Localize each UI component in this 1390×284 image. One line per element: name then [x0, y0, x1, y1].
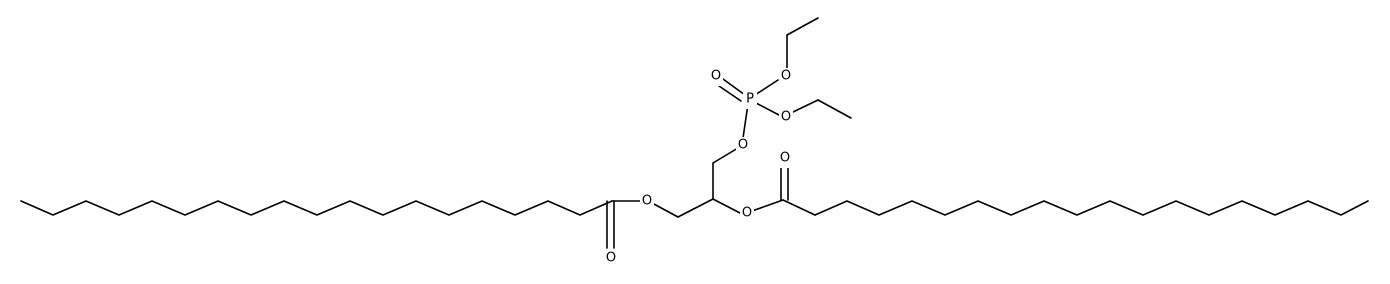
right-carbonyl-bond — [780, 164, 789, 201]
glycerol-backbone — [677, 147, 741, 218]
ester-oxygen-left: O — [640, 192, 654, 210]
phosphate-group — [718, 17, 852, 139]
svg-text:O: O — [780, 151, 790, 166]
ethoxy-oxygen-lower: O — [779, 109, 793, 127]
svg-text:O: O — [711, 69, 721, 84]
right-ester-bonds — [751, 199, 816, 216]
left-carbonyl-bond — [606, 200, 615, 249]
atom-labels: O O O O O P O O — [604, 68, 793, 268]
phosphate-bridge-oxygen: O — [736, 137, 750, 155]
left-ester-bonds — [611, 200, 679, 218]
svg-text:O: O — [781, 69, 791, 84]
carbonyl-oxygen-left: O — [604, 250, 618, 268]
left-acyl-chain — [20, 200, 613, 216]
svg-text:O: O — [742, 206, 752, 221]
ethoxy-oxygen-upper: O — [779, 68, 793, 86]
svg-text:O: O — [738, 138, 748, 153]
phosphoryl-oxygen: O — [709, 68, 723, 86]
svg-text:O: O — [781, 110, 791, 125]
ester-oxygen-right: O — [740, 204, 754, 222]
right-acyl-chain — [814, 200, 1369, 216]
svg-text:P: P — [746, 92, 754, 107]
svg-text:O: O — [606, 251, 616, 266]
phosphorus-atom: P — [743, 91, 757, 109]
carbonyl-oxygen-right: O — [778, 150, 792, 168]
svg-text:O: O — [642, 194, 652, 209]
